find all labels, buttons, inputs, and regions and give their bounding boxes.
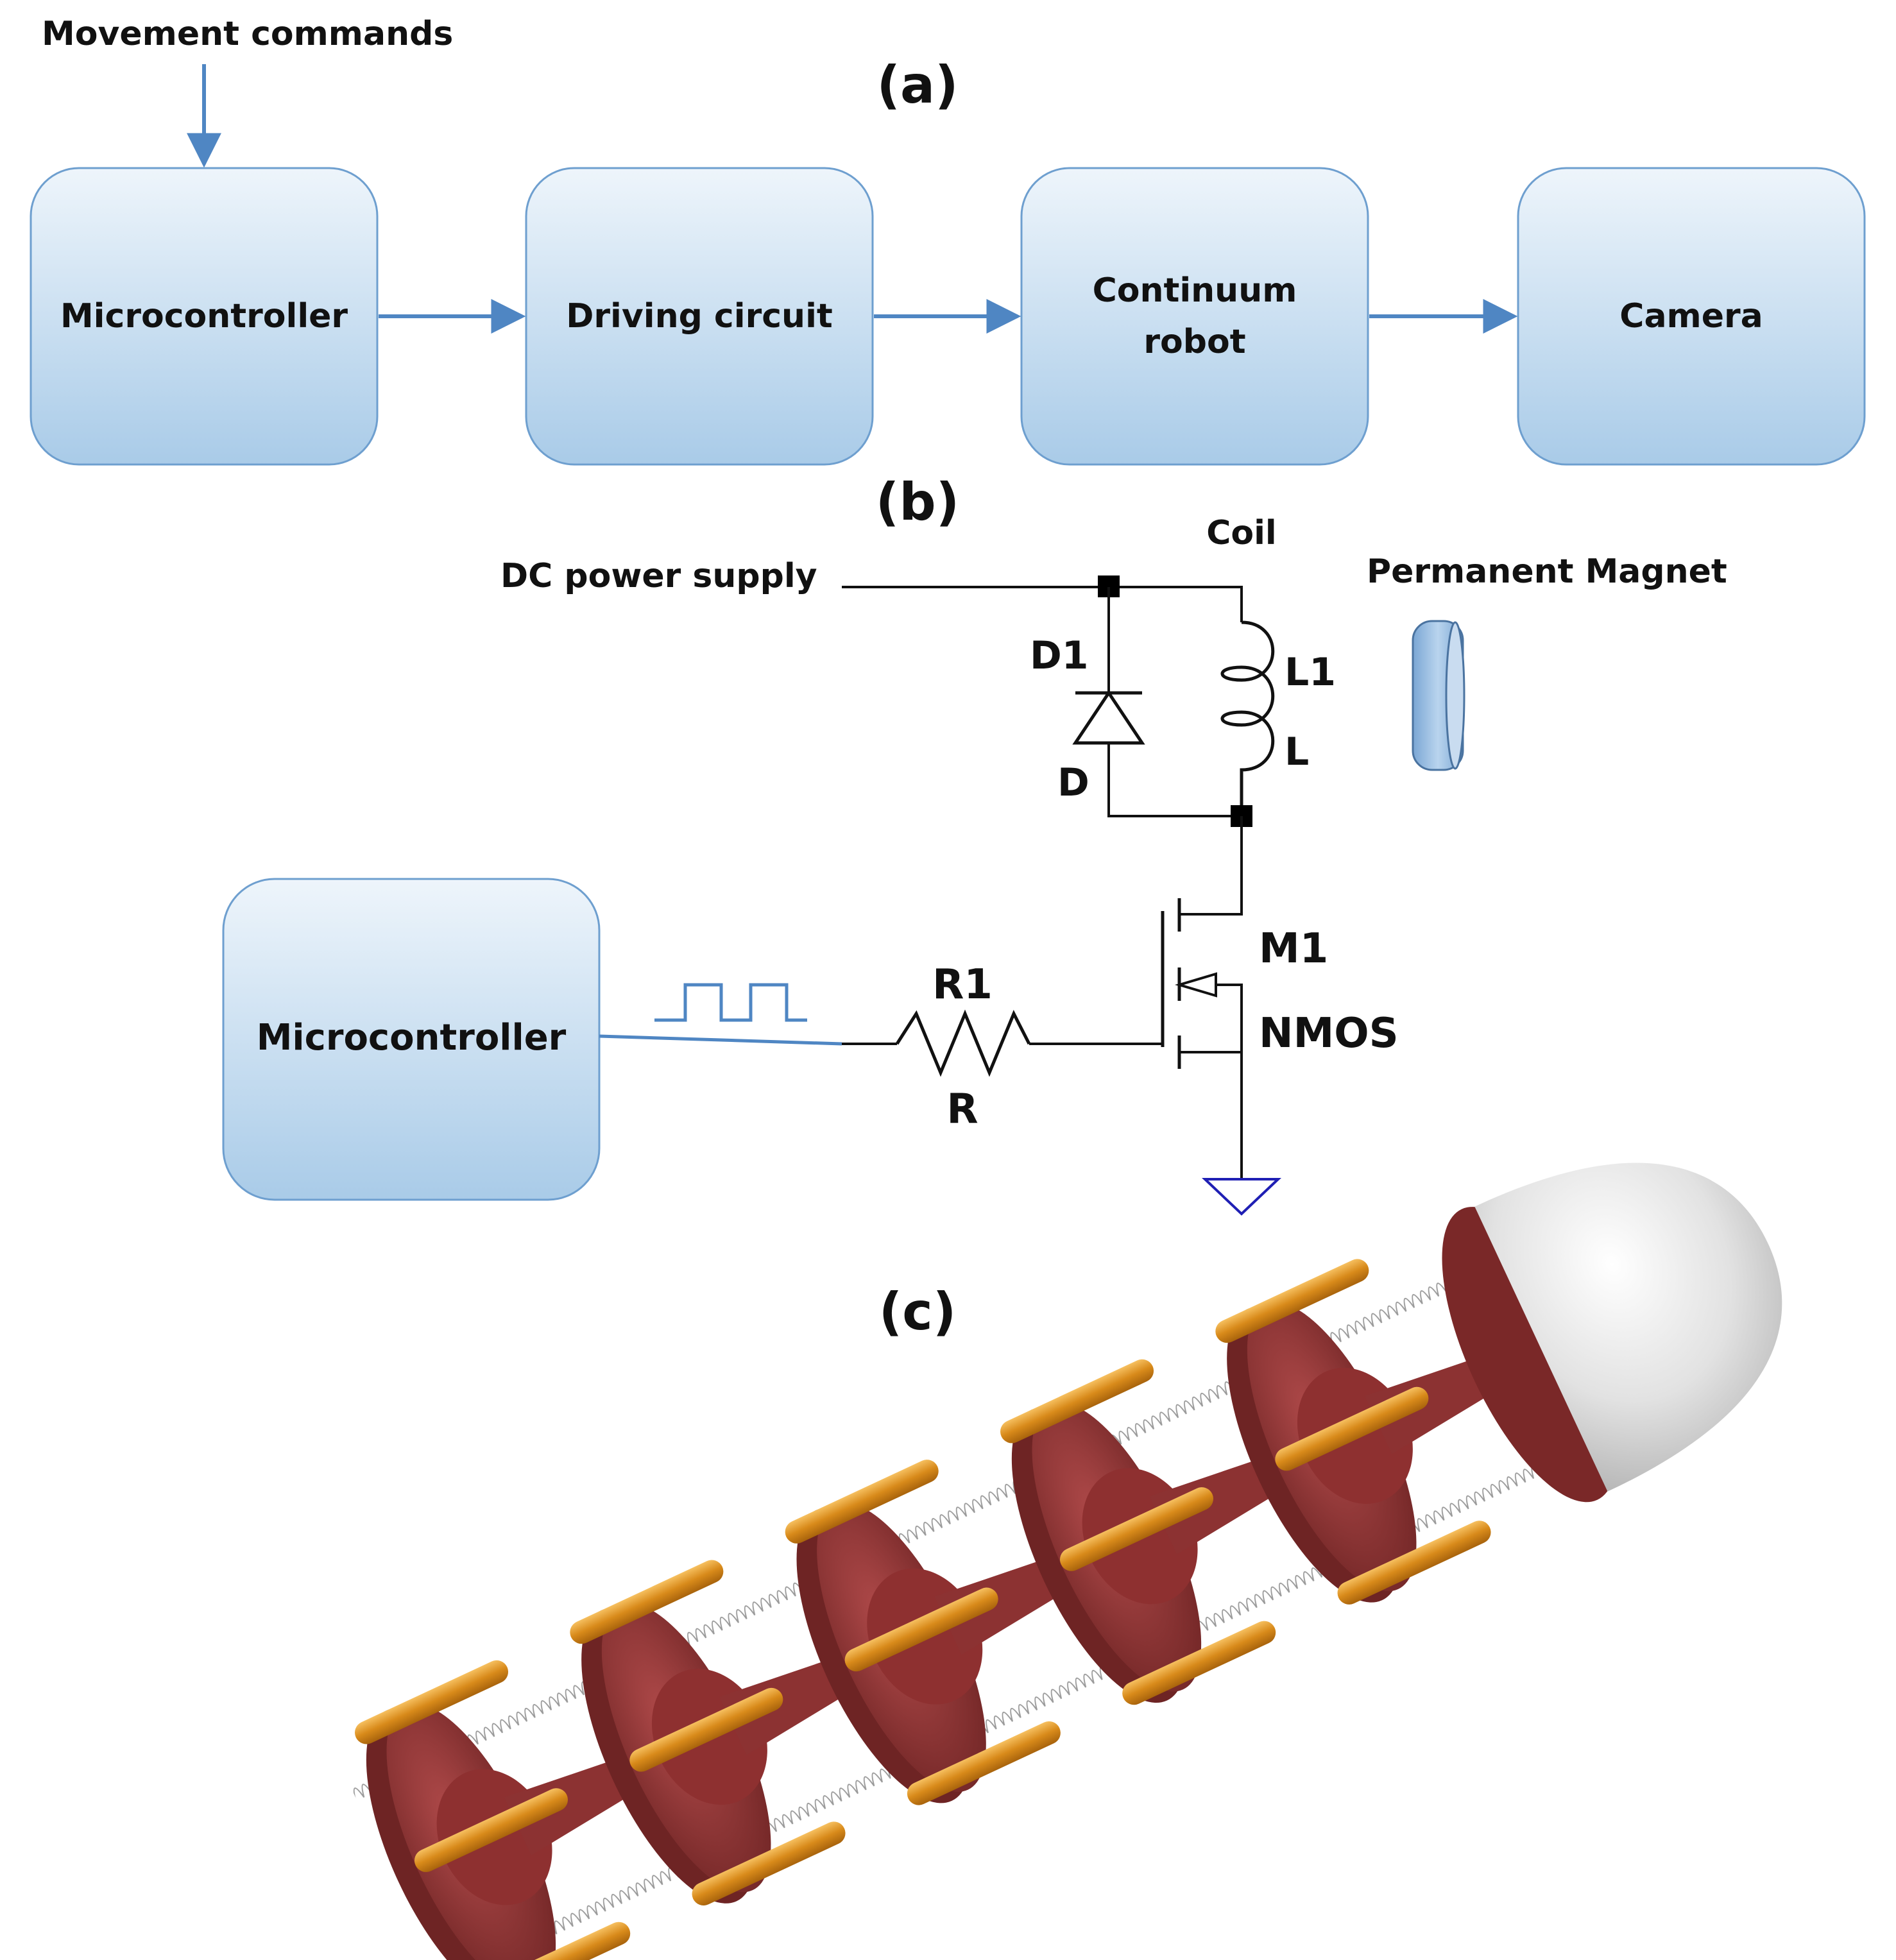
robot-tip	[1442, 1163, 1782, 1503]
supply-wire	[842, 586, 1243, 622]
camera-block	[1517, 167, 1866, 466]
dc-supply-label: DC power supply	[500, 557, 817, 595]
panel-a-label: (a)	[876, 55, 958, 115]
panel-b: (b) DC power supply Coil Permanent Magne…	[222, 472, 1727, 1216]
resistor-zigzag	[895, 1009, 1031, 1077]
microcontroller-b-label: Microcontroller	[257, 1017, 567, 1059]
panel-c-label: (c)	[879, 1282, 957, 1342]
panel-a: (a) Movement commands Microcontroller Dr…	[30, 15, 1866, 466]
microcontroller-block-label: Microcontroller	[60, 297, 348, 336]
mosfet-type-label: NMOS	[1259, 1010, 1399, 1057]
diode-name-label: D1	[1030, 633, 1089, 678]
diode-type-label: D	[1057, 760, 1089, 805]
continuum-robot-render	[346, 1163, 1782, 1960]
pwm-waveform-icon	[654, 983, 807, 1022]
resistor-type-label: R	[946, 1086, 978, 1133]
diode-triangle	[1072, 690, 1145, 745]
inductor-name-label: L1	[1285, 650, 1336, 695]
panel-b-label: (b)	[876, 472, 959, 532]
inductor-coil	[1220, 620, 1275, 816]
continuum-robot-block-label-line2: robot	[1143, 323, 1245, 361]
ground-symbol	[1201, 1178, 1282, 1216]
robot-segment-3	[785, 1460, 1089, 1805]
permanent-magnet-label: Permanent Magnet	[1367, 552, 1727, 591]
inductor-type-label: L	[1285, 729, 1309, 774]
nmos-transistor	[1161, 816, 1243, 1179]
microcontroller-block-b	[222, 878, 601, 1201]
permanent-magnet	[1412, 620, 1465, 771]
continuum-robot-block	[1020, 167, 1369, 466]
pwm-signal-line	[599, 1034, 842, 1046]
movement-commands-label: Movement commands	[42, 15, 453, 53]
camera-block-label: Camera	[1619, 297, 1763, 336]
robot-segment-4	[1000, 1359, 1304, 1705]
robot-segment-2	[570, 1560, 874, 1905]
continuum-robot-block-label-line1: Continuum	[1093, 271, 1297, 310]
driving-circuit-block-label: Driving circuit	[566, 297, 833, 336]
panel-c: (c)	[346, 1163, 1782, 1960]
diode-wire-bottom	[1107, 743, 1242, 817]
resistor-name-label: R1	[932, 961, 993, 1009]
coil-label: Coil	[1206, 514, 1277, 552]
microcontroller-block	[30, 167, 379, 466]
mosfet-name-label: M1	[1259, 925, 1328, 973]
driving-circuit-block	[525, 167, 874, 466]
